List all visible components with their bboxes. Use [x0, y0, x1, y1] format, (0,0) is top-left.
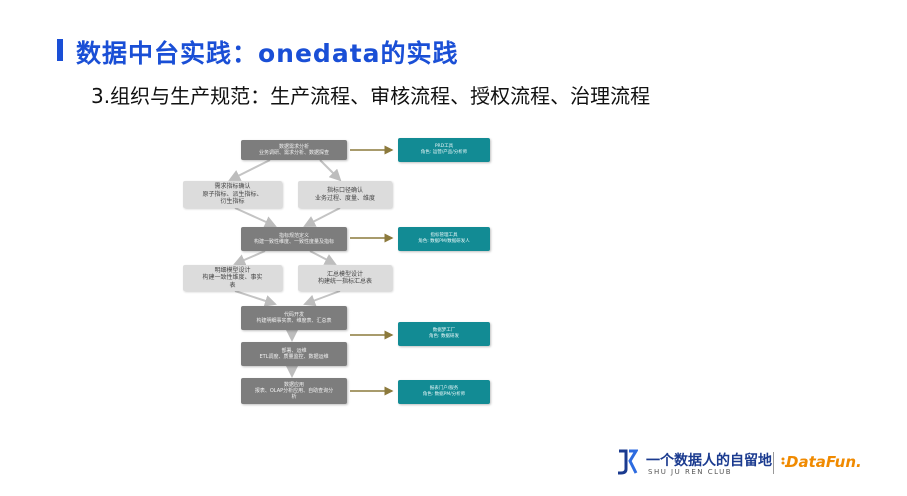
flow-arrows — [228, 159, 342, 378]
step-detail: 原子指标、派生指标、 — [202, 190, 263, 198]
step-detail: 析 — [291, 394, 297, 401]
tool-role: 角色: 数据PM/分析师 — [422, 392, 466, 397]
brand-name-cn: 一个数据人的自留地 — [646, 453, 772, 469]
flow-step-metric-spec: 指标规范定义 构建一致性维度、一致性度量及指标 — [241, 227, 347, 251]
step-detail: 衍生指标 — [220, 198, 245, 206]
tool-box-metric-management: 指标管理工具 角色: 数据PM/数据研发人 — [398, 227, 490, 251]
step-detail: 构建一致性维度、事实 — [202, 274, 263, 282]
flow-step-data-app: 数据应用 报表、OLAP分析应用、自助查询分 析 — [241, 378, 347, 404]
flow-step-requirement-analysis: 数据需求分析 业务调研、需求分析、数据探查 — [241, 140, 347, 160]
tool-title: 数据梦工厂 — [432, 328, 456, 334]
step-title: 代码开发 — [283, 311, 304, 318]
step-title: 指标口径确认 — [326, 187, 363, 194]
tool-title: 报表门户/服务 — [429, 386, 459, 392]
step-detail: 构建明细事实表、维度表、汇总表 — [256, 318, 332, 324]
step-detail: 业务过程、度量、维度 — [314, 194, 375, 202]
tool-box-report-portal: 报表门户/服务 角色: 数据PM/分析师 — [398, 380, 490, 404]
flow-step-detail-model: 明细模型设计 构建一致性维度、事实 表 — [183, 265, 282, 291]
step-detail: 业务调研、需求分析、数据探查 — [258, 150, 329, 156]
step-title: 数据应用 — [283, 381, 304, 388]
shujuren-logo-icon — [618, 449, 638, 475]
tool-role: 角色: 数据研发 — [429, 334, 459, 339]
step-title: 明细模型设计 — [214, 266, 251, 274]
flow-step-deploy-ops: 部署、运维 ETL调度、质量监控、数据运维 — [241, 342, 347, 366]
step-title: 部署、运维 — [281, 347, 307, 354]
brand-name-en: SHU JU REN CLUB — [648, 468, 733, 476]
step-title: 数据需求分析 — [278, 143, 309, 150]
page-subtitle: 3.组织与生产规范：生产流程、审核流程、授权流程、治理流程 — [91, 84, 651, 108]
step-detail: 构建一致性维度、一致性度量及指标 — [253, 239, 334, 245]
step-title: 汇总模型设计 — [326, 270, 363, 278]
step-detail: 报表、OLAP分析应用、自助查询分 — [254, 387, 334, 394]
tool-box-data-factory: 数据梦工厂 角色: 数据研发 — [398, 322, 490, 346]
tool-role: 角色: 数据PM/数据研发人 — [418, 239, 470, 244]
step-detail: 表 — [229, 281, 236, 289]
datafun-dots-icon — [781, 457, 788, 468]
tool-title: PRD工具 — [434, 144, 454, 150]
step-detail: 构建统一指标汇总表 — [317, 278, 372, 285]
page-title: 数据中台实践：onedata的实践 — [76, 39, 459, 68]
side-arrows — [350, 145, 394, 396]
footer-divider — [773, 452, 774, 474]
tool-title: 指标管理工具 — [430, 233, 458, 239]
flow-step-summary-model: 汇总模型设计 构建统一指标汇总表 — [298, 265, 392, 291]
step-detail: ETL调度、质量监控、数据运维 — [259, 354, 329, 360]
flow-step-code-dev: 代码开发 构建明细事实表、维度表、汇总表 — [241, 306, 347, 330]
tool-box-prd: PRD工具 角色: 运营/产品/分析师 — [398, 138, 490, 162]
title-accent-bar — [57, 39, 63, 61]
tool-role: 角色: 运营/产品/分析师 — [420, 150, 468, 155]
datafun-logo: DataFun. — [786, 453, 862, 471]
flow-step-caliber-confirm: 指标口径确认 业务过程、度量、维度 — [298, 181, 392, 208]
step-title: 指标规范定义 — [278, 232, 309, 239]
step-title: 需求指标确认 — [214, 183, 251, 191]
flow-step-metric-confirm: 需求指标确认 原子指标、派生指标、 衍生指标 — [183, 181, 282, 208]
